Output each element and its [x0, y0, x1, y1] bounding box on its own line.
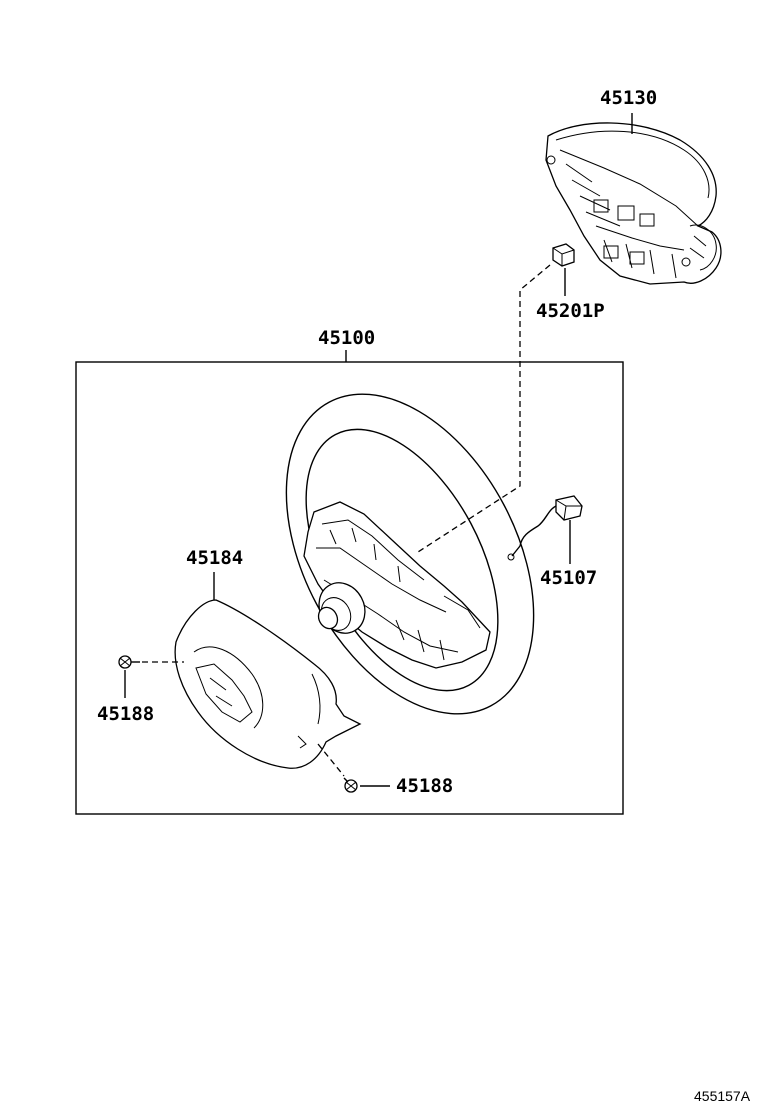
part-number-45130: 45130: [600, 87, 657, 109]
part-number-45188-bottom: 45188: [396, 775, 453, 797]
part-number-45107: 45107: [540, 567, 597, 589]
nut-drawing: [552, 243, 575, 267]
wire-drawing: [507, 495, 583, 561]
nut-dashed-connector: [417, 264, 551, 553]
steering-wheel-drawing: [285, 393, 535, 715]
lower-cover-drawing: [174, 599, 362, 769]
screw-bottom-dashed: [317, 743, 345, 777]
assembly-box: [75, 361, 624, 815]
part-number-45184: 45184: [186, 547, 243, 569]
part-number-45100: 45100: [318, 327, 375, 349]
part-number-45188-left: 45188: [97, 703, 154, 725]
diagram-reference-code: 455157A: [694, 1088, 751, 1104]
screw-left-drawing: [118, 655, 140, 669]
screw-bottom-drawing: [343, 777, 358, 793]
part-number-45201P: 45201P: [536, 300, 605, 322]
airbag-assembly-drawing: [545, 122, 722, 285]
